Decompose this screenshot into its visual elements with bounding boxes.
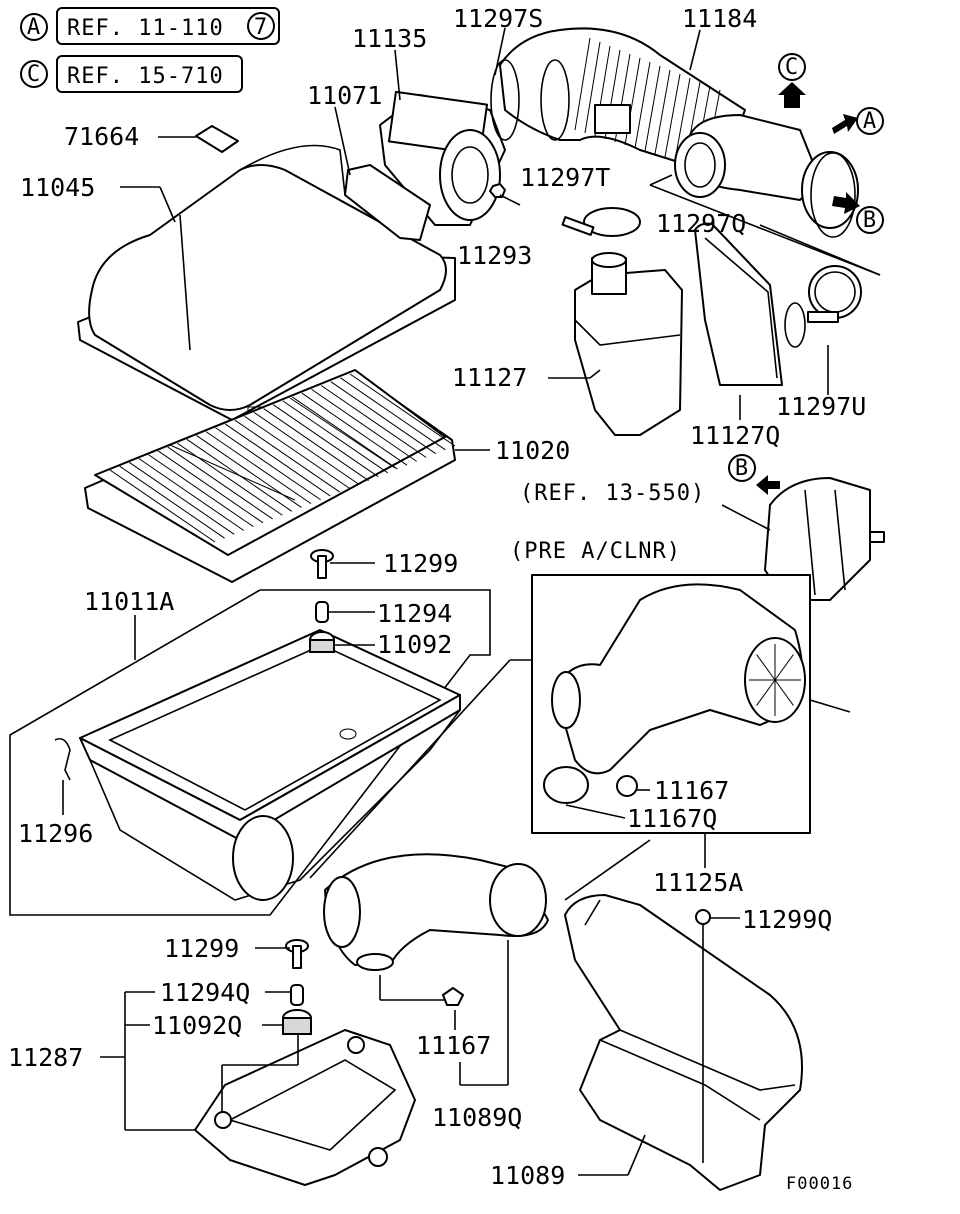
hose-clamp-11297u [784,265,862,348]
ref-a-box: A REF. 11-110 7 [20,7,280,45]
arrow-b: B [832,192,884,234]
intake-duct [564,894,803,1191]
collar-11294q [290,984,304,1006]
grommet-11092q [282,1009,312,1035]
air-filter-element [84,369,456,583]
ref-c-box: C REF. 15-710 [20,55,243,93]
label-11127: 11127 [452,363,527,392]
label-11125a: 11125A [653,868,743,897]
hose-clamp-11297s [490,59,520,141]
svg-text:REF. 11-110: REF. 11-110 [67,16,224,41]
resonator-cover [694,222,783,386]
label-11299q: 11299Q [742,905,832,934]
label-11299-lower: 11299 [164,934,239,963]
clip-11167-lower [442,987,464,1006]
svg-text:A: A [863,109,877,134]
svg-text:REF. 15-710: REF. 15-710 [67,64,224,89]
leader-lines [62,27,881,1176]
label-11135: 11135 [352,24,427,53]
arrow-c: C [778,53,806,108]
svg-text:C: C [785,55,799,80]
label-11297t: 11297T [520,163,610,192]
intake-hose [499,27,859,229]
resonator [574,252,683,436]
svg-text:C: C [27,62,41,87]
label-11293: 11293 [457,241,532,270]
label-11089: 11089 [490,1161,565,1190]
svg-text:7: 7 [254,15,268,40]
bolt-11299-lower [285,939,309,969]
case-bracket-frame [9,589,491,916]
label-pre-air-cleaner: (PRE A/CLNR) [510,539,681,564]
label-11167-lower: 11167 [416,1031,491,1060]
collar-11294 [315,601,329,623]
figure-code: F00016 [786,1174,853,1194]
label-11092: 11092 [377,630,452,659]
label-11184: 11184 [682,4,757,33]
hose-clamp-11297t [561,207,641,237]
air-cleaner-case [79,629,461,901]
label-11045: 11045 [20,173,95,202]
bolt-11299q [695,909,711,1163]
wire-clip-11296 [54,737,71,781]
label-11297u: 11297U [776,392,866,421]
label-11297s: 11297S [453,4,543,33]
svg-text:B: B [863,208,877,233]
sensor-gasket [344,164,431,241]
label-11167-upper: 11167 [654,776,729,805]
label-11089q: 11089Q [432,1103,522,1132]
label-11296: 11296 [18,819,93,848]
label-11297q: 11297Q [656,209,746,238]
label-11020: 11020 [495,436,570,465]
hose-clamp-b [540,59,570,141]
grommet-11092 [309,631,335,653]
pre-air-cleaner [543,583,806,804]
bracket-assembly [194,1029,416,1186]
part-labels: 71664 11045 11135 11071 11297S 11184 112… [8,4,866,1194]
label-11167q: 11167Q [627,804,717,833]
label-11071: 11071 [307,81,382,110]
label-11287: 11287 [8,1043,83,1072]
hex-nut-11293 [489,183,506,198]
svg-text:A: A [27,15,41,40]
bolt-11299-top [310,549,334,579]
svg-text:B: B [735,456,749,481]
label-11011a: 11011A [84,587,174,616]
label-ref-13-550: (REF. 13-550) [520,481,705,506]
intake-duct-hose [323,853,549,971]
label-11092q: 11092Q [152,1011,242,1040]
label-plate [195,125,239,153]
ref-13-550-component: B [728,454,885,601]
label-11294q: 11294Q [160,978,250,1007]
label-11127q: 11127Q [690,421,780,450]
arrow-a: A [832,107,884,135]
label-11294: 11294 [377,599,452,628]
label-11299-top: 11299 [383,549,458,578]
hose-clamp-c [810,152,856,238]
label-71664: 71664 [64,122,139,151]
